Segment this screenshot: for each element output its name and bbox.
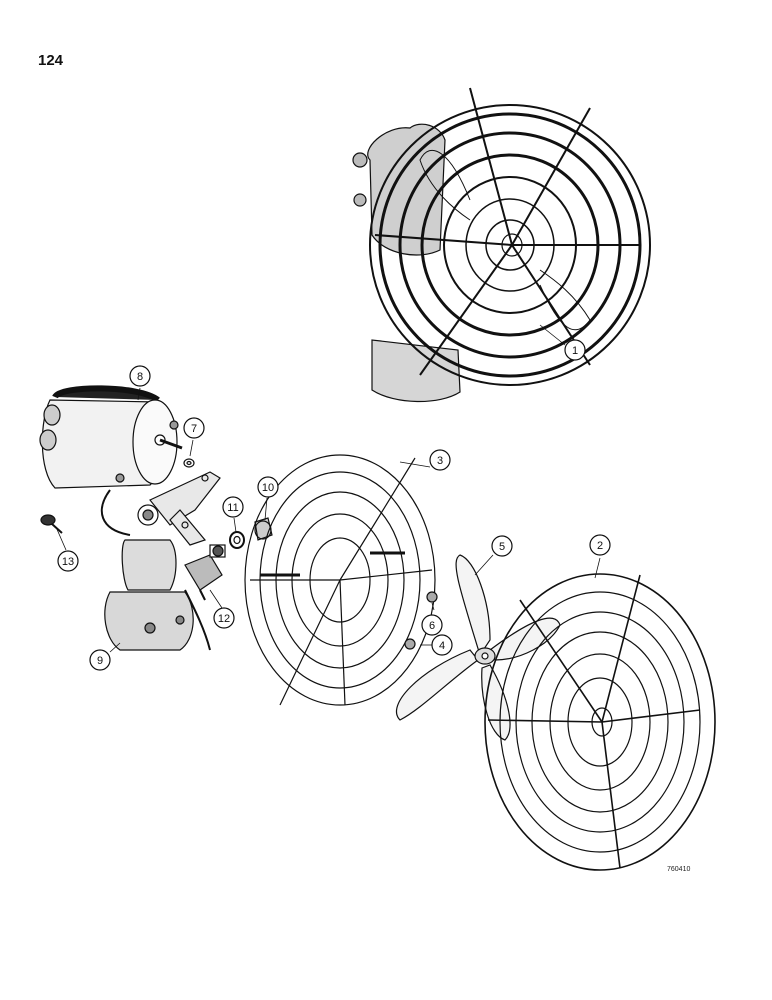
motor: [39, 385, 183, 489]
callout-label-13: 13: [62, 556, 74, 568]
callout-9: 9: [89, 649, 111, 671]
assembled-fan: [352, 87, 651, 403]
fan-blade: [395, 554, 561, 741]
nut-6: [426, 591, 438, 603]
callout-label-10: 10: [262, 482, 274, 494]
callout-label-8: 8: [137, 371, 143, 383]
callout-7: 7: [183, 417, 205, 439]
callout-label-1: 1: [572, 345, 578, 357]
callout-label-11: 11: [227, 502, 238, 514]
callout-6: 6: [421, 614, 443, 636]
callout-label-2: 2: [597, 540, 603, 552]
nut-11: [229, 531, 245, 549]
front-guard: [484, 573, 716, 871]
callout-5: 5: [491, 535, 513, 557]
callout-13: 13: [57, 550, 79, 572]
motor-bracket: [149, 471, 221, 546]
callout-label-9: 9: [97, 655, 103, 667]
callout-2: 2: [589, 534, 611, 556]
page-number: 124: [38, 52, 64, 69]
callout-8: 8: [129, 365, 151, 387]
callout-label-5: 5: [499, 541, 505, 553]
callout-11: 11: [222, 496, 244, 518]
callout-label-3: 3: [437, 455, 443, 467]
callout-label-7: 7: [191, 423, 197, 435]
callout-label-6: 6: [429, 620, 435, 632]
leader-lines: [55, 324, 601, 653]
screw-4: [404, 638, 416, 650]
callout-label-12: 12: [218, 613, 230, 625]
callout-10: 10: [257, 476, 279, 498]
switch: [184, 544, 226, 601]
callout-label-4: 4: [439, 640, 445, 652]
callout-12: 12: [213, 607, 235, 629]
wire-clip: [40, 514, 63, 534]
callout-1: 1: [564, 339, 586, 361]
rear-guard: [244, 454, 436, 706]
callout-4: 4: [431, 634, 453, 656]
washer-7: [183, 458, 195, 468]
callout-3: 3: [429, 449, 451, 471]
base: [100, 489, 211, 651]
figure-code: 760410: [667, 866, 691, 873]
